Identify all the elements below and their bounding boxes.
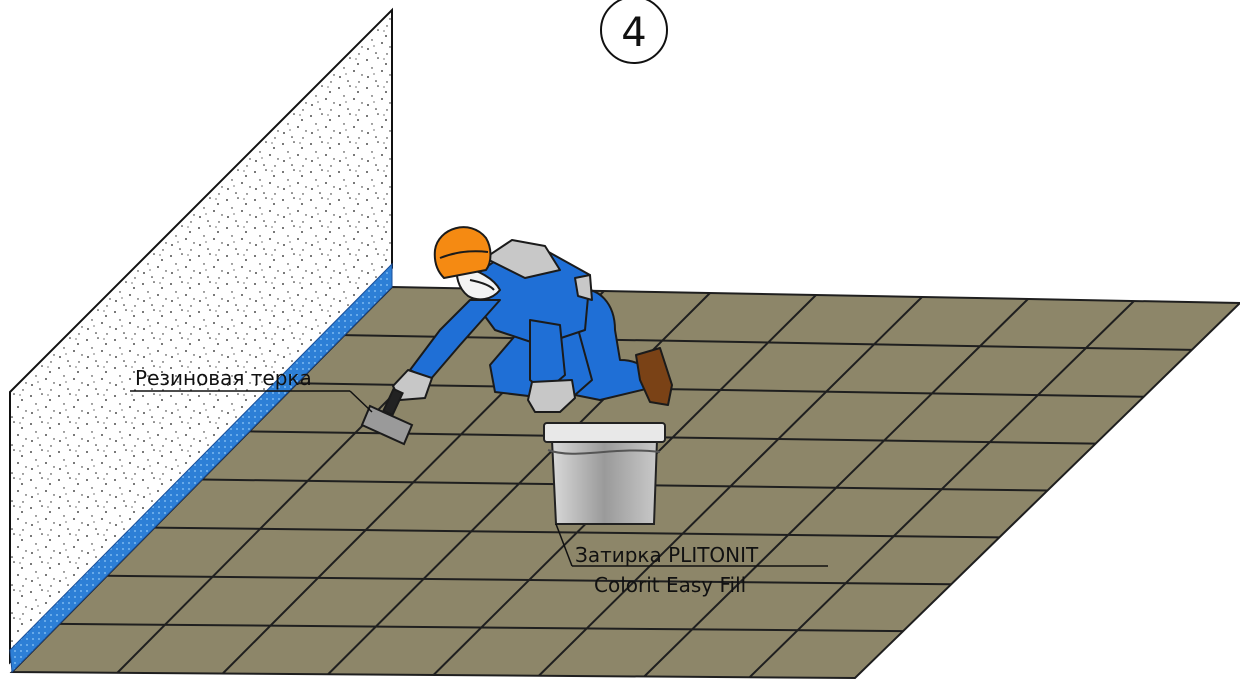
trowel-label: Резиновая терка [135, 366, 312, 390]
grout-bucket [544, 423, 665, 524]
grout-label-line1: Затирка PLITONIT [575, 543, 759, 567]
step-number: 4 [621, 10, 646, 56]
grout-label-line2: Colorit Easy Fill [594, 573, 746, 597]
step-badge: 4 [601, 0, 667, 63]
